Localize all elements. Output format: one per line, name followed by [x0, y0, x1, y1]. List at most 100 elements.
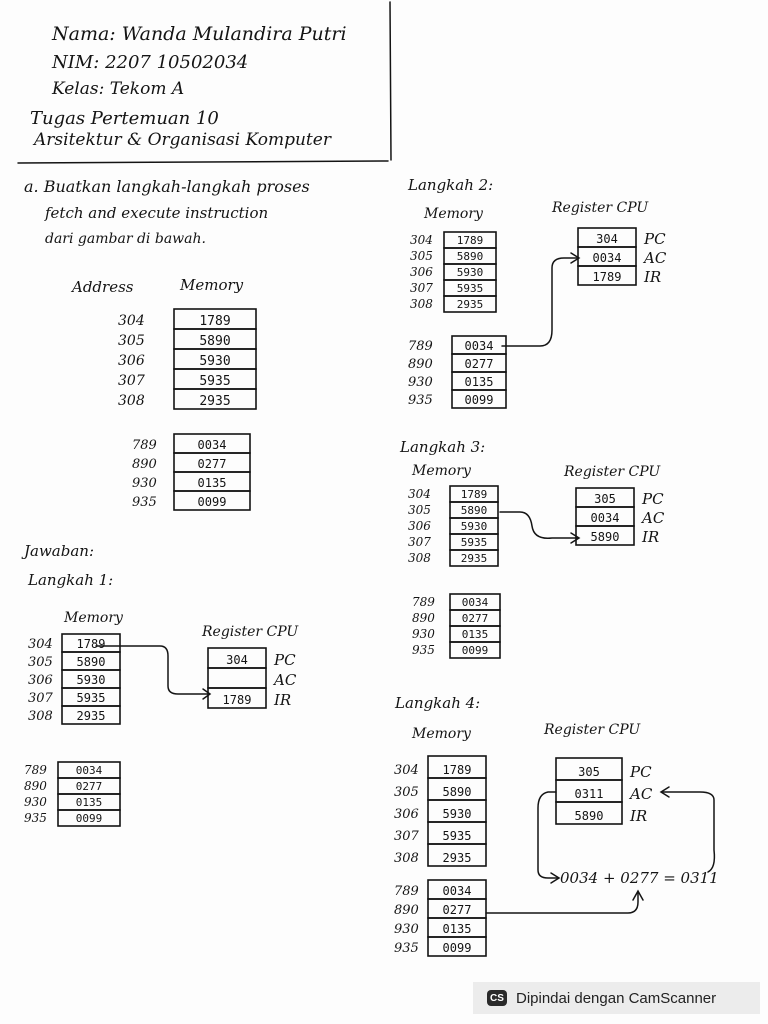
step-3-block-b-memory-cell-box — [449, 641, 501, 659]
step-1-register-name: IR — [273, 691, 291, 709]
question-block-b-memory-value: 0277 — [198, 457, 227, 471]
step-1-fetch-arrow — [95, 645, 209, 695]
step-3-register-value: 5890 — [591, 530, 620, 544]
step-1-register-name: PC — [273, 651, 296, 669]
step-2-block-b-memory-value: 0135 — [465, 375, 494, 389]
question-block-a-address-label: 306 — [118, 353, 145, 369]
step-4-register-name: AC — [628, 785, 653, 803]
step-1-block-a-address-label: 306 — [28, 673, 53, 688]
step-2-block-a-address-label: 308 — [410, 297, 433, 311]
step-2-block-b-address-label: 935 — [408, 393, 433, 408]
step-4-block-b-memory-value: 0034 — [443, 884, 472, 898]
step-4-register-name: IR — [629, 807, 647, 825]
step-4-block-a-memory-cell-box — [427, 843, 487, 867]
step-2-block-a-memory-cell-box — [443, 295, 497, 313]
step-3-block-a-address-label: 306 — [408, 519, 431, 533]
step-2-block-b-memory-value: 0099 — [465, 393, 494, 407]
step-3-register-label: Register CPU — [563, 464, 661, 480]
step-1-block-a-memory-value: 1789 — [77, 637, 106, 651]
step-4-sum-arrow-head — [550, 872, 561, 884]
step-2-operand-arrow — [501, 257, 579, 347]
step-1-block-b-address-label: 890 — [24, 779, 47, 793]
camscanner-watermark: CS Dipindai dengan CamScanner — [473, 982, 760, 1014]
step-1-block-a-memory-value: 2935 — [77, 709, 106, 723]
step-1-block-a-memory-value: 5930 — [77, 673, 106, 687]
step-3-fetch-arrow — [499, 511, 579, 539]
step-3-block-a-address-label: 305 — [408, 503, 431, 517]
answer-heading: Jawaban: — [21, 542, 94, 560]
question-block-a-address-label: 308 — [118, 393, 145, 409]
step-4-block-b-memory-value: 0135 — [443, 922, 472, 936]
step-1-block-b-memory-value: 0135 — [76, 796, 103, 809]
step-1-block-b-memory-value: 0034 — [76, 764, 103, 777]
step-4-block-b-memory-value: 0277 — [443, 903, 472, 917]
step-3-block-b-address-label: 890 — [412, 611, 435, 625]
step-4-register-box — [555, 801, 623, 825]
step-1-arrow-head — [202, 688, 212, 700]
step-2-block-a-address-label: 305 — [410, 249, 433, 263]
step-3-block-a-address-label: 307 — [408, 535, 431, 549]
step-1-block-b-address-label: 930 — [24, 795, 47, 809]
question-block-b-address-label: 890 — [132, 457, 157, 472]
step-3-title: Langkah 3: — [399, 438, 485, 456]
question-block: a. Buatkan langkah-langkah proses fetch … — [24, 177, 310, 296]
step-3-register-value: 0034 — [591, 511, 620, 525]
step-2-register-name: IR — [643, 268, 661, 286]
step-2-block-a-memory-value: 1789 — [457, 234, 484, 247]
step-2-register-name: PC — [643, 230, 666, 248]
student-nim: NIM: 2207 10502034 — [51, 52, 248, 73]
step-4-block-a-memory-value: 1789 — [443, 763, 472, 777]
step-4-title: Langkah 4: — [394, 694, 480, 712]
step-2-block-a-memory-value: 5930 — [457, 266, 484, 279]
step-1-block-a-memory-value: 5890 — [77, 655, 106, 669]
question-block-b-memory-value: 0099 — [198, 495, 227, 509]
step-4-block-b-address-label: 935 — [394, 941, 419, 956]
step-2-block-a-memory-value: 2935 — [457, 298, 484, 311]
step-4-block-a-memory-value: 2935 — [443, 851, 472, 865]
step-2-block-a-address-label: 306 — [410, 265, 433, 279]
question-block-b-memory-value: 0135 — [198, 476, 227, 490]
step-3-arrow-head — [570, 532, 581, 544]
question-block-b-memory-cell-box — [173, 490, 251, 511]
step-4-ac-to-sum-arrow — [537, 791, 559, 879]
step-2-block-a-memory-value: 5890 — [457, 250, 484, 263]
step-4-block-a-address-label: 304 — [394, 763, 419, 778]
question-line-2: fetch and execute instruction — [44, 204, 268, 222]
step-2-block-a-memory-value: 5935 — [457, 282, 484, 295]
memory-header: Memory — [179, 276, 244, 294]
step-1-block-a-memory-cell-box — [61, 705, 121, 725]
step-3-block-b-address-label: 930 — [412, 627, 435, 641]
step-3-block-a-address-label: 308 — [408, 551, 431, 565]
step-2-block-b-memory-cell-box — [451, 389, 507, 409]
step-1-block-b-address-label: 789 — [24, 763, 47, 777]
step-1-block-a-memory-value: 5935 — [77, 691, 106, 705]
step-4-register-value: 0311 — [575, 787, 604, 801]
step-2-memory-label: Memory — [423, 206, 484, 222]
step-3-block-a-address-label: 304 — [408, 487, 431, 501]
question-block-a-address-label: 304 — [118, 313, 145, 329]
header-vertical-line — [389, 1, 392, 161]
step-1-register-value: 304 — [226, 653, 248, 667]
step-3-block-b-memory-value: 0099 — [462, 644, 489, 657]
step-1-block-a-address-label: 308 — [28, 709, 53, 724]
question-block-a-memory-value: 5930 — [199, 354, 230, 369]
step-4-block-b-address-label: 789 — [394, 884, 419, 899]
step-3-block-a-memory-value: 5935 — [461, 536, 488, 549]
question-block-a-memory-cell-box — [173, 388, 257, 410]
question-block-a-address-label: 307 — [118, 373, 145, 389]
question-block-a-memory-value: 1789 — [199, 314, 230, 329]
